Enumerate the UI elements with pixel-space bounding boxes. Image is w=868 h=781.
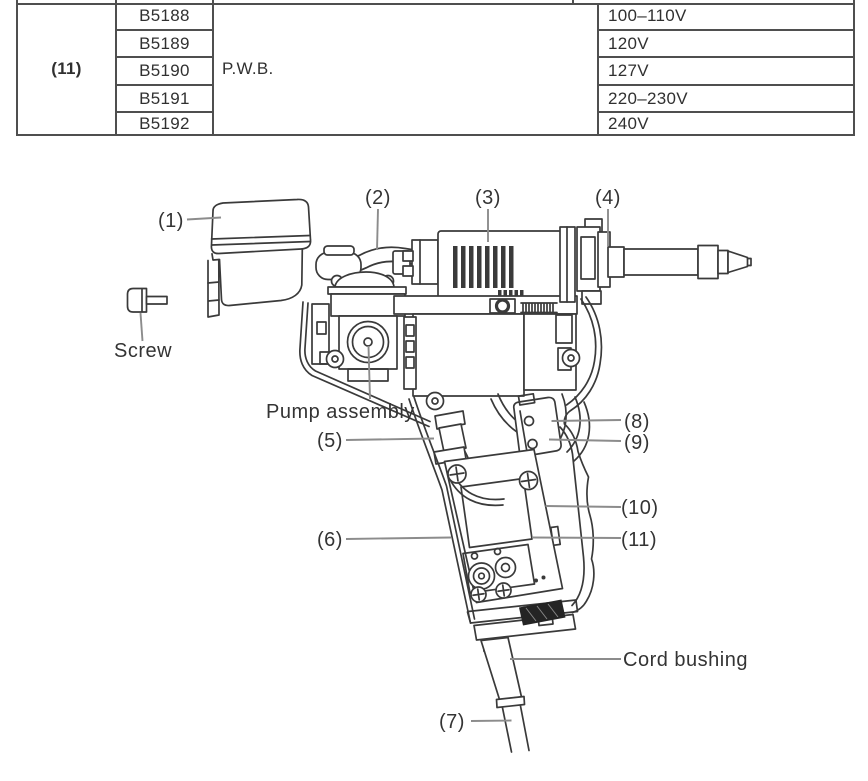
callout-9-label: (9) (624, 432, 650, 454)
table-border (16, 0, 18, 5)
table-border (597, 111, 855, 113)
table-border (597, 29, 855, 31)
callout-11-label: (11) (621, 529, 657, 551)
cover-part (207, 198, 312, 318)
screw-part (126, 287, 168, 313)
table-border (115, 111, 214, 113)
callout-4-label: (4) (595, 187, 621, 209)
cord-bushing-label: Cord bushing (623, 649, 748, 671)
cord-assembly (480, 636, 530, 753)
table-border (212, 0, 214, 136)
board-screw (447, 464, 467, 484)
spec-cell: 120V (608, 33, 649, 53)
callout-labels: (1) (2) (3) (4) (5) (6) (7) (8) (9) (10)… (114, 187, 748, 733)
spec-cell: 240V (608, 113, 649, 133)
part-no-cell: B5190 (139, 61, 190, 80)
callout-3-label: (3) (475, 187, 501, 209)
gun-body (299, 218, 752, 468)
table-border (115, 0, 117, 136)
part-no-cell: B5188 (139, 6, 190, 25)
part-no-cell: B5191 (139, 88, 190, 108)
callout-8-label: (8) (624, 411, 650, 433)
table-border (115, 84, 214, 86)
board-screw (518, 470, 539, 491)
spec-cell: 100–110V (608, 6, 687, 25)
callout-7-label: (7) (439, 711, 465, 733)
callout-10-label: (10) (621, 497, 659, 519)
part-no-cell: B5192 (139, 113, 190, 133)
cord-anchor-block (519, 599, 566, 626)
terminal-screw (470, 586, 487, 603)
terminal-screw (495, 582, 512, 599)
table-border (853, 0, 855, 136)
table-border (115, 56, 214, 58)
table-border (16, 134, 855, 136)
callout-1-label: (1) (158, 210, 184, 232)
callout-2-label: (2) (365, 187, 391, 209)
callout-5-label: (5) (317, 430, 343, 452)
table-border (16, 3, 855, 5)
description-cell: P.W.B. (222, 58, 274, 78)
table-border (597, 84, 855, 86)
table-border (597, 3, 599, 136)
leader-lines (139, 208, 622, 722)
table-border (597, 56, 855, 58)
table-border (115, 29, 214, 31)
spec-cell: 220–230V (608, 88, 688, 108)
pump-assembly-label: Pump assembly (266, 401, 415, 423)
table-border (16, 3, 18, 136)
handle (408, 392, 595, 653)
callout-6-label: (6) (317, 529, 343, 551)
parts-table: (11) B5188 B5189 B5190 B5191 B5192 P.W.B… (0, 0, 868, 140)
table-border (572, 0, 574, 5)
screw-label: Screw (114, 340, 172, 362)
part-no-cell: B5189 (139, 33, 190, 53)
item-ref-cell: (11) (51, 58, 82, 78)
spec-cell: 127V (608, 61, 649, 80)
